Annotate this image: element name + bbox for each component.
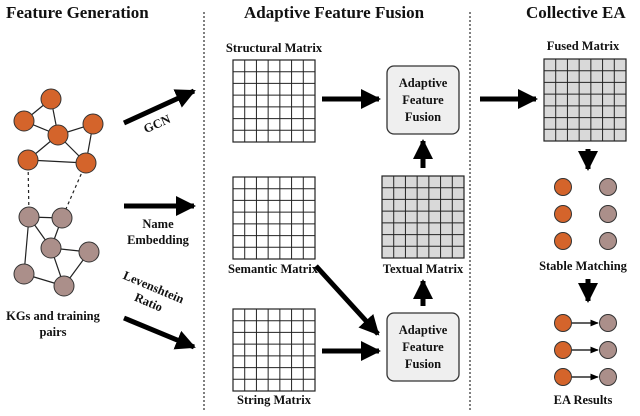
kg2-node (40, 237, 62, 259)
candidate-node-kg1 (554, 205, 572, 223)
gcn-arrow (122, 88, 196, 126)
semantic-matrix (232, 176, 316, 260)
fused-matrix-label: Fused Matrix (547, 39, 620, 53)
knowledge-graphs (13, 88, 104, 297)
kg2-node (18, 206, 40, 228)
semantic-matrix-label: Semantic Matrix (228, 262, 319, 276)
result-node-kg2 (599, 341, 617, 359)
ea-results-label: EA Results (554, 393, 613, 407)
candidate-node-kg2 (599, 205, 617, 223)
fusion-top-line3: Fusion (405, 110, 441, 124)
kg1-node (82, 113, 104, 135)
textual-matrix (381, 175, 465, 259)
kgs-label: KGs and training (6, 309, 101, 323)
levenshtein-arrow (123, 315, 196, 350)
kg1-node (47, 124, 69, 146)
kgs-label-2: pairs (39, 325, 66, 339)
kg2-node (53, 275, 75, 297)
string-matrix-label: String Matrix (237, 393, 312, 407)
fusion-bottom-line1: Adaptive (399, 323, 448, 337)
name-embedding-label-2: Embedding (127, 233, 190, 247)
kg1-node (13, 110, 35, 132)
structural-matrix-label: Structural Matrix (226, 41, 323, 55)
result-node-kg1 (554, 368, 572, 386)
header-adaptive-feature-fusion: Adaptive Feature Fusion (244, 3, 425, 22)
kg1-node (75, 152, 97, 174)
candidate-node-kg2 (599, 232, 617, 250)
textual-matrix-label: Textual Matrix (383, 262, 464, 276)
candidate-node-kg1 (554, 178, 572, 196)
string-matrix (232, 308, 316, 392)
kg2-node (13, 263, 35, 285)
kg1-node (40, 88, 62, 110)
fusion-top-line1: Adaptive (399, 76, 448, 90)
fusion-bottom-line3: Fusion (405, 357, 441, 371)
fusion-bottom-line2: Feature (402, 340, 444, 354)
kg2-node (78, 241, 100, 263)
fusion-box-bottom: Adaptive Feature Fusion (386, 312, 460, 382)
header-feature-generation: Feature Generation (6, 3, 149, 22)
stable-matching-label: Stable Matching (539, 259, 628, 273)
result-node-kg2 (599, 368, 617, 386)
matching-candidates (554, 178, 617, 250)
semantic-to-fusion-arrow (314, 264, 380, 336)
result-node-kg2 (599, 314, 617, 332)
result-node-kg1 (554, 341, 572, 359)
result-node-kg1 (554, 314, 572, 332)
ea-results (554, 314, 617, 386)
fusion-top-line2: Feature (402, 93, 444, 107)
candidate-node-kg1 (554, 232, 572, 250)
name-embedding-label-1: Name (142, 217, 174, 231)
kg1-node (17, 149, 39, 171)
fusion-box-top: Adaptive Feature Fusion (386, 65, 460, 135)
fused-matrix (543, 58, 627, 142)
header-collective-ea: Collective EA (526, 3, 626, 22)
structural-matrix (232, 59, 316, 143)
kg2-node (51, 207, 73, 229)
candidate-node-kg2 (599, 178, 617, 196)
